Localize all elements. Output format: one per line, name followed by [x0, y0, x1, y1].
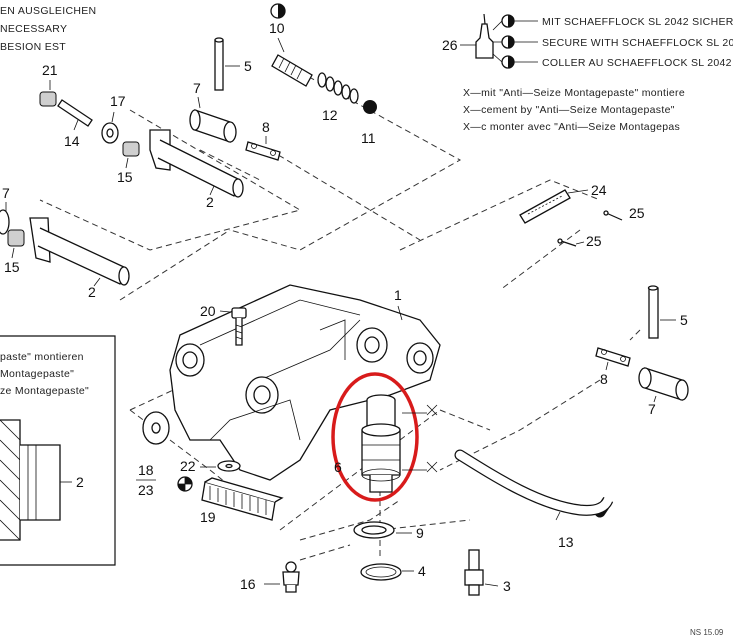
anti-seize-note-en: X—cement by "Anti—Seize Montagepaste": [463, 104, 675, 116]
label-23: 23: [138, 482, 154, 498]
part-7-bushing-left: [0, 209, 10, 235]
part-22-washer: [217, 460, 241, 472]
part-2-bolt-top: [149, 129, 244, 198]
label-2c: 2: [76, 474, 84, 490]
assembly-dash-lines: [39, 71, 641, 561]
anti-seize-note-de: X—mit "Anti—Seize Montagepaste" montiere: [463, 87, 685, 99]
part-25-screw-b: [557, 238, 577, 247]
part-9-washer: [353, 521, 395, 539]
part-18-washer: [142, 411, 170, 445]
label-22: 22: [180, 458, 196, 474]
loctite-bottle-icon: [475, 13, 494, 59]
part-15-bushing-left: [7, 229, 25, 247]
part-7-bushing-right: [638, 367, 689, 401]
part-8-plate-right: [595, 347, 631, 367]
schaefflock-note-de: MIT SCHAEFFLOCK SL 2042 SICHERN: [542, 16, 733, 28]
label-12: 12: [322, 107, 338, 123]
label-15b: 15: [4, 259, 20, 275]
topleft-note-2: NECESSARY: [0, 23, 67, 35]
label-1: 1: [394, 287, 402, 303]
label-18: 18: [138, 462, 154, 478]
highlight-ellipse: [331, 372, 419, 502]
label-16: 16: [240, 576, 256, 592]
part-5-pin-right: [647, 285, 659, 339]
label-21: 21: [42, 62, 58, 78]
label-7c: 7: [648, 401, 656, 417]
label-25a: 25: [629, 205, 645, 221]
label-5b: 5: [680, 312, 688, 328]
label-8b: 8: [600, 371, 608, 387]
inset-note-2: Montagepaste": [0, 368, 74, 380]
schaefflock-note-en: SECURE WITH SCHAEFFLOCK SL 204: [542, 37, 733, 49]
part-4-snap-ring: [360, 563, 402, 581]
part-25-screw-a: [603, 210, 623, 221]
footer-code: NS 15.09: [690, 628, 724, 637]
anti-seize-x-mark: [426, 461, 438, 473]
part-5-pin-top: [214, 37, 224, 91]
part-11-ball: [363, 100, 377, 114]
part-21-bushing: [39, 91, 57, 107]
label-2a: 2: [206, 194, 214, 210]
part-6-cylinder: [361, 394, 401, 493]
part-14-pin: [57, 99, 93, 127]
schaefflock-note-fr: COLLER AU SCHAEFFLOCK SL 2042: [542, 57, 732, 69]
label-14: 14: [64, 133, 80, 149]
label-3: 3: [503, 578, 511, 594]
label-7a: 7: [193, 80, 201, 96]
label-24: 24: [591, 182, 607, 198]
part-13-hose: [454, 449, 614, 521]
label-25b: 25: [586, 233, 602, 249]
label-13: 13: [558, 534, 574, 550]
part-3-fitting: [464, 549, 484, 596]
part-7-bushing-top: [189, 109, 237, 143]
anti-seize-note-fr: X—c monter avec "Anti—Seize Montagepas: [463, 121, 680, 133]
label-20: 20: [200, 303, 216, 319]
inset-note-1: paste" montieren: [0, 351, 84, 363]
topleft-note-3: BESION EST: [0, 41, 66, 53]
topleft-note-1: EN AUSGLEICHEN: [0, 5, 96, 17]
inset-detail-box: [0, 335, 116, 566]
secure-symbol-icons: [492, 14, 538, 69]
part-2-bolt-left: [29, 217, 130, 286]
label-17: 17: [110, 93, 126, 109]
part-17-washer: [101, 122, 119, 144]
part-24-strip: [519, 189, 571, 224]
part-10-pin: [271, 54, 313, 87]
label-10: 10: [269, 20, 285, 36]
label-26: 26: [442, 37, 458, 53]
label-11: 11: [361, 130, 376, 146]
label-19: 19: [200, 509, 216, 525]
label-7b: 7: [2, 185, 10, 201]
inset-note-3: ze Montagepaste": [0, 385, 89, 397]
label-2b: 2: [88, 284, 96, 300]
secure-symbol-icon-small: [177, 476, 193, 492]
part-16-nipple: [282, 561, 300, 593]
label-15a: 15: [117, 169, 133, 185]
part-12-spring: [317, 72, 359, 104]
label-5a: 5: [244, 58, 252, 74]
part-15-bushing-top: [122, 141, 140, 157]
anti-seize-x-mark: [426, 404, 438, 416]
label-8a: 8: [262, 119, 270, 135]
label-4: 4: [418, 563, 426, 579]
part-20-bolt: [231, 307, 247, 346]
part-19-wear-pad: [201, 477, 284, 521]
label-6: 6: [334, 459, 342, 475]
label-9: 9: [416, 525, 424, 541]
part-8-plate-top: [245, 141, 281, 161]
part-10-grease-fitting: [270, 3, 286, 19]
